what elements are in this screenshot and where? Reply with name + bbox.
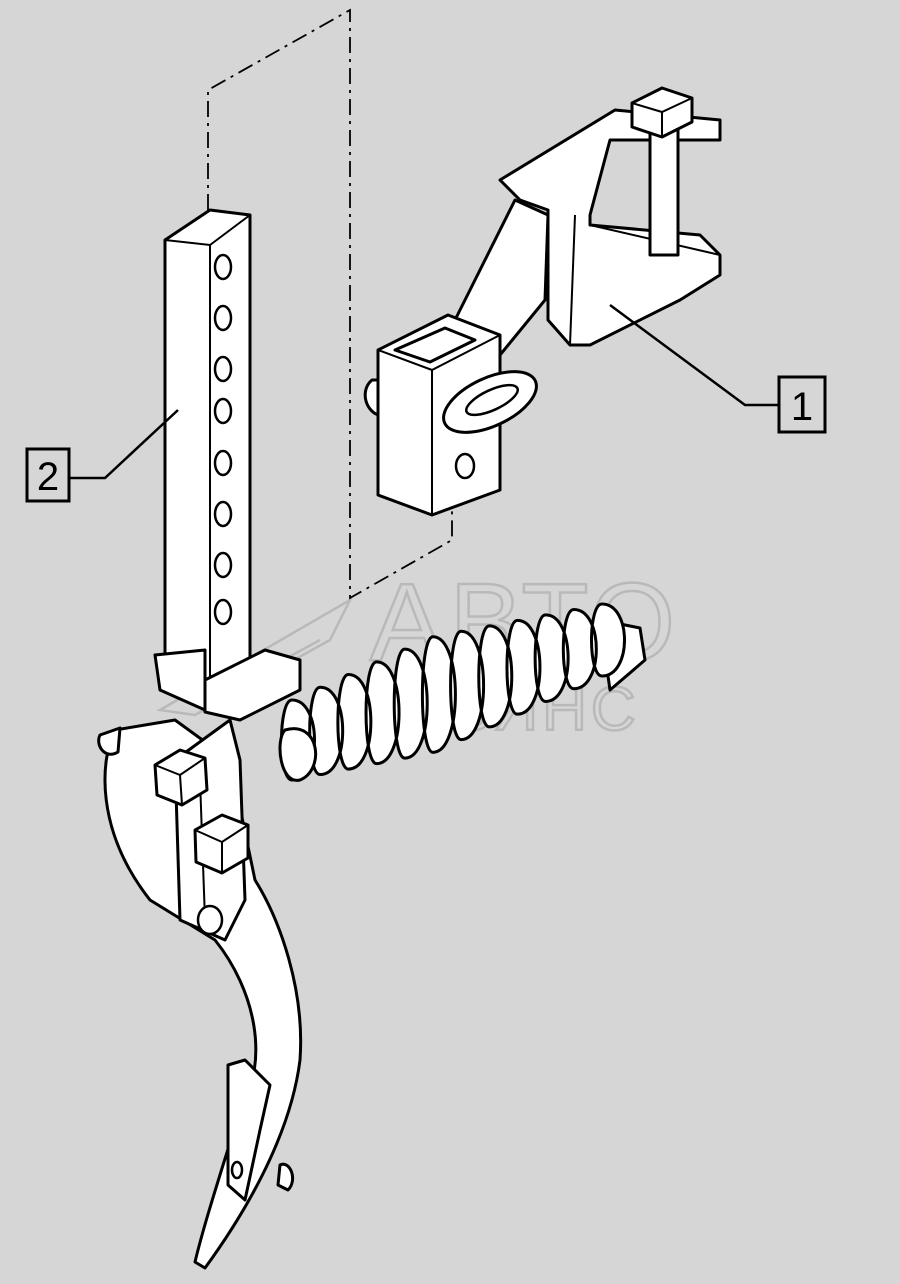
bracket-assembly xyxy=(363,86,722,517)
bar-hole xyxy=(213,598,233,626)
bar-hole xyxy=(213,253,233,281)
leader-line-2 xyxy=(70,409,179,480)
callout-1: 1 xyxy=(777,375,827,434)
callout-2: 2 xyxy=(25,447,71,503)
assembly-line xyxy=(207,8,453,600)
tine-hole xyxy=(230,1160,244,1180)
bar-hole xyxy=(213,304,233,332)
bar-hole xyxy=(213,500,233,528)
bar-foot xyxy=(153,648,207,712)
socket-pin-end xyxy=(363,378,380,417)
coil-spring xyxy=(280,602,647,782)
top-plate xyxy=(203,648,302,722)
clamp-bolt-shank xyxy=(648,128,680,257)
callout-1-box xyxy=(777,375,827,434)
socket-opening xyxy=(393,326,477,364)
bar-hole xyxy=(213,355,233,383)
socket-hole xyxy=(454,452,476,480)
callout-2-label: 2 xyxy=(37,455,59,499)
spring-cap xyxy=(278,727,317,782)
bar-holes xyxy=(213,253,233,626)
pivot-nut xyxy=(97,726,122,756)
plate-hole xyxy=(196,904,224,936)
bar-hole xyxy=(213,551,233,579)
callout-2-box xyxy=(25,447,71,503)
bar-body xyxy=(163,208,252,697)
lower-bolt-facets xyxy=(194,824,249,873)
perforated-bar xyxy=(163,208,252,697)
socket-block-edges xyxy=(377,334,501,515)
bar-edges xyxy=(164,214,251,695)
clamp-bolt-head-facets xyxy=(631,97,693,137)
bar-hole xyxy=(213,449,233,477)
tip-bolt-nut xyxy=(276,1162,294,1192)
callout-1-label: 1 xyxy=(791,385,813,429)
leader-line-1 xyxy=(609,303,778,407)
tine-assembly xyxy=(97,648,317,1270)
pivot-bolt-facets xyxy=(154,757,206,806)
pull-pin-ring-inner xyxy=(465,383,519,417)
bar-hole xyxy=(213,397,233,425)
